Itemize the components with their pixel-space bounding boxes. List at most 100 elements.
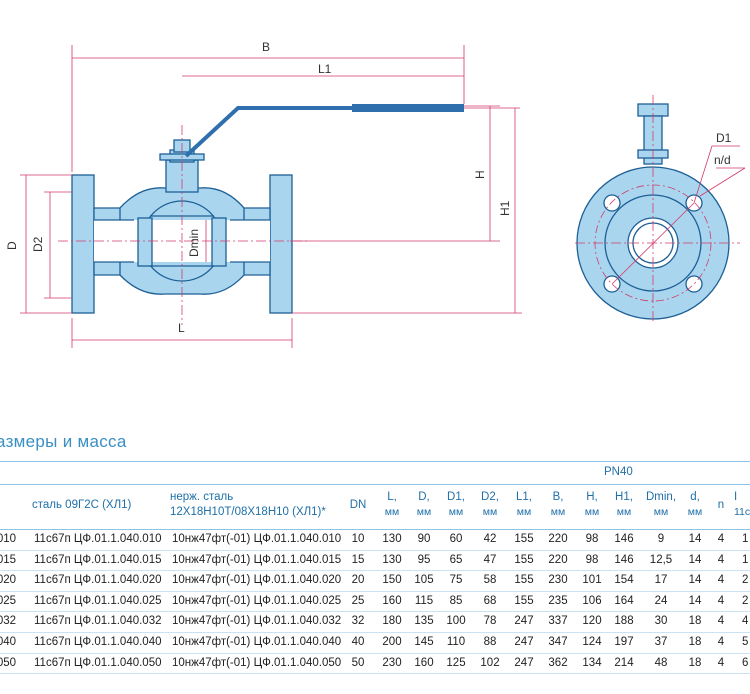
cell-b: 362 [548, 656, 568, 669]
left-flange [71, 174, 95, 314]
cell-steel: 11с67п ЦФ.01.1.040.015 [34, 553, 162, 566]
cell-b: 220 [548, 553, 568, 566]
cell-dn: 15 [351, 553, 365, 566]
valve-drawing: B L1 H H1 D D2 Dmin L D1 n/d [5, 40, 746, 348]
col-header-D: D, мм [412, 490, 436, 520]
cell-d: 14 [688, 594, 702, 607]
cell-dmin: 9 [657, 533, 665, 545]
cell-d2: 78 [483, 615, 497, 628]
cell-l1: 155 [514, 594, 534, 607]
cell-dn: 20 [351, 574, 365, 587]
cell-d1: 75 [449, 574, 463, 587]
cell-last: 2 [742, 594, 749, 607]
cell-l1: 247 [514, 615, 534, 628]
section-title: азмеры и масса [0, 432, 127, 451]
cell-steel: 11с67п ЦФ.01.1.040.025 [34, 594, 162, 607]
cell-steel: 11с67п ЦФ.01.1.040.010 [34, 533, 162, 545]
cell-ss: 10нж47фт(-01) ЦФ.01.1.040.020 [172, 574, 342, 587]
pressure-class-label: PN40 [604, 466, 633, 478]
cell-dn: 50 [351, 656, 365, 669]
cell-dmin: 12,5 [649, 553, 673, 566]
col-header-D-unit: мм [416, 506, 432, 518]
cell-d: 145 [414, 635, 434, 648]
cell-n: 4 [717, 635, 725, 648]
cell-l: 130 [382, 553, 402, 566]
col-header-stainless-line1: нерж. сталь [170, 491, 234, 503]
col-header-H-text: H, [586, 491, 598, 503]
cell-dmin: 24 [654, 594, 668, 607]
cell-d2: 47 [483, 553, 497, 566]
handle [184, 104, 464, 158]
col-header-Dmin-text: Dmin, [645, 491, 677, 503]
dim-label-L1: L1 [318, 62, 332, 76]
cell-l1: 155 [514, 574, 534, 587]
cell-last: 2 [742, 574, 749, 587]
cell-ss: 10нж47фт(-01) ЦФ.01.1.040.040 [172, 635, 342, 648]
col-header-L: L,мм [380, 490, 404, 520]
cell-l1: 247 [514, 635, 534, 648]
cell-d2: 42 [483, 533, 497, 545]
col-header-L1-text: L1, [516, 491, 532, 503]
col-header-last: I 11с [734, 490, 750, 520]
dim-label-Dmin: Dmin [187, 229, 201, 257]
col-header-last-bottom: 11с [734, 506, 750, 518]
cell-d2: 102 [480, 656, 500, 669]
col-header-H-unit: мм [584, 506, 600, 518]
bolt-hole [685, 275, 703, 293]
col-header-stainless: нерж. сталь 12Х18Н10Т/08Х18Н10 (ХЛ1)* [170, 490, 326, 520]
col-header-D-text: D, [418, 491, 430, 503]
col-header-L1-unit: мм [516, 506, 532, 518]
cell-dmin: 17 [654, 574, 668, 587]
cell-steel: 11с67п ЦФ.01.1.040.020 [34, 574, 162, 587]
cell-dmin: 37 [654, 635, 668, 648]
table-row: 010 11с67п ЦФ.01.1.040.010 10нж47фт(-01) Ц… [0, 530, 750, 551]
cell-code: 010 [0, 533, 16, 545]
cell-code: 020 [0, 574, 16, 587]
cell-ss: 10нж47фт(-01) ЦФ.01.1.040.015 [172, 553, 342, 566]
cell-dn: 40 [351, 635, 365, 648]
cell-code: 032 [0, 615, 16, 628]
col-header-steel: сталь 09Г2С (ХЛ1) [32, 499, 132, 511]
cell-d1: 125 [446, 656, 466, 669]
cell-b: 235 [548, 594, 568, 607]
dim-label-L: L [178, 321, 185, 335]
cell-n: 4 [717, 594, 725, 607]
col-header-B-unit: мм [550, 506, 566, 518]
col-header-D1: D1,мм [444, 490, 468, 520]
col-header-B: B,мм [546, 490, 570, 520]
cell-l1: 155 [514, 533, 534, 545]
dim-label-D: D [5, 241, 19, 250]
cell-l: 180 [382, 615, 402, 628]
cell-last: 6 [742, 656, 749, 669]
cell-d1: 100 [446, 615, 466, 628]
col-header-stainless-line2: 12Х18Н10Т/08Х18Н10 (ХЛ1)* [170, 506, 326, 518]
cell-d2: 68 [483, 594, 497, 607]
cell-ss: 10нж47фт(-01) ЦФ.01.1.040.010 [172, 533, 342, 545]
cell-l: 130 [382, 533, 402, 545]
cell-d: 160 [414, 656, 434, 669]
cell-dmin: 48 [654, 656, 668, 669]
col-header-dn: DN [349, 499, 367, 511]
col-header-d-unit: мм [687, 506, 703, 518]
cell-b: 337 [548, 615, 568, 628]
right-flange [269, 174, 293, 314]
cell-last: 1 [742, 533, 749, 545]
cell-h: 124 [582, 635, 602, 648]
cell-dn: 25 [351, 594, 365, 607]
cell-l: 200 [382, 635, 402, 648]
cell-dn: 10 [351, 533, 365, 545]
cell-d: 14 [688, 553, 702, 566]
cell-steel: 11с67п ЦФ.01.1.040.050 [34, 656, 162, 669]
cell-ss: 10нж47фт(-01) ЦФ.01.1.040.025 [172, 594, 342, 607]
col-header-last-top: I [734, 491, 738, 503]
cell-n: 4 [717, 574, 725, 587]
cell-n: 4 [717, 533, 725, 545]
col-header-Dmin-unit: мм [653, 506, 669, 518]
cell-d2: 58 [483, 574, 497, 587]
cell-n: 4 [717, 656, 725, 669]
cell-h: 98 [585, 553, 599, 566]
